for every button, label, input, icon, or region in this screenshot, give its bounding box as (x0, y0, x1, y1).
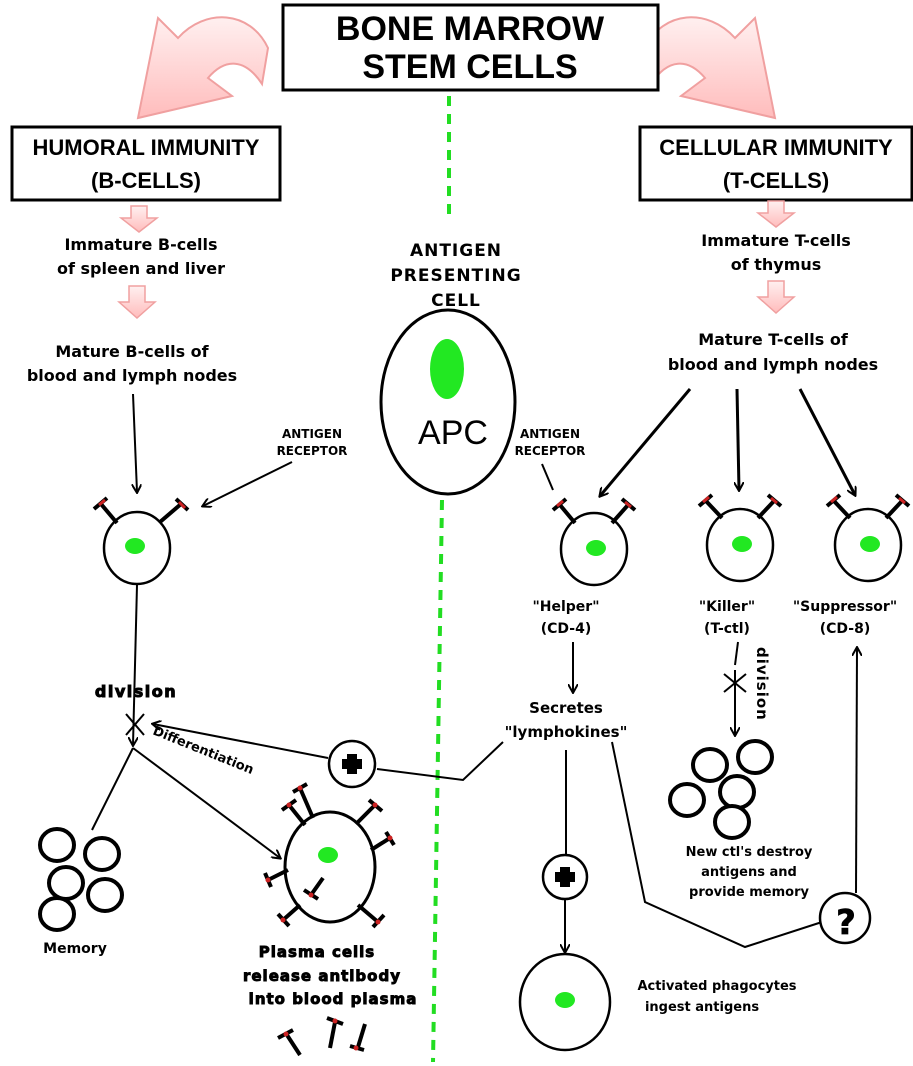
helper-t-cell (551, 497, 637, 587)
pink-arrow-t2 (756, 280, 796, 315)
helper-label-line-1: "Helper" (532, 599, 599, 615)
title-box (281, 3, 660, 92)
mature-t-line-2: blood and lymph nodes (668, 355, 878, 374)
b-antigen-receptor-line-1: ANTIGEN (282, 427, 342, 441)
helper-label-line-2: (CD-4) (541, 621, 592, 637)
b-cell-receptor-right (158, 497, 190, 524)
cellular-box-line-2: (T-CELLS) (723, 168, 829, 193)
title-line-2: STEM CELLS (362, 48, 577, 86)
plasma-label-line-3: into blood plasma (249, 990, 418, 1008)
apc-label: APC (418, 414, 488, 452)
lymphokine-line-to-question (611, 741, 823, 949)
mature-b-line-1: Mature B-cells of (55, 342, 209, 361)
new-ctl-line-1: New ctl's destroy (686, 845, 813, 860)
pink-arrow-b2 (117, 285, 157, 320)
humoral-box-line-2: (B-CELLS) (91, 168, 201, 193)
mature-t-line-1: Mature T-cells of (698, 330, 849, 349)
apc-heading-line-2: PRESENTING (390, 266, 521, 286)
plus-icon-b (327, 739, 377, 789)
curved-arrow-left (136, 15, 270, 120)
plasma-antibodies (263, 782, 396, 929)
apc-cell (379, 308, 517, 496)
secretes-line-2: "lymphokines" (505, 723, 628, 741)
pink-arrow-b1 (118, 205, 160, 233)
memory-label: Memory (43, 941, 107, 957)
humoral-box (10, 125, 282, 202)
center-divider-bottom (431, 499, 444, 1063)
arrow-b-receptor-pointer (203, 461, 293, 506)
title-line-1: BONE MARROW (336, 10, 605, 48)
arrow-question-to-suppressor (856, 648, 857, 894)
arrow-to-plasma-cell (132, 747, 280, 858)
suppressor-label-line-1: "Suppressor" (793, 599, 897, 615)
free-antibodies (277, 1016, 367, 1057)
t-division-cross (723, 673, 747, 693)
apc-heading-line-3: CELL (431, 291, 481, 311)
b-cell (102, 510, 172, 586)
apc-nucleus (430, 339, 464, 399)
plasma-antibody-tips (265, 785, 393, 925)
arrow-mature-b-to-bcell (133, 393, 137, 492)
arrow-mature-t-to-helper (600, 388, 692, 496)
killer-down-line (734, 641, 739, 666)
question-icon (818, 891, 872, 945)
new-ctl-line-3: provide memory (689, 885, 809, 900)
secretes-line-1: Secretes (529, 699, 603, 717)
new-ctl-cells (668, 739, 774, 840)
killer-label-line-2: (T-ctl) (704, 621, 750, 637)
killer-t-cell (697, 493, 783, 583)
immature-b-line-2: of spleen and liver (57, 259, 225, 278)
immature-b-line-1: Immature B-cells (64, 235, 217, 254)
t-division-label: division (753, 647, 771, 721)
killer-label-line-1: "Killer" (699, 599, 755, 615)
phagocyte-cell (518, 952, 612, 1052)
mature-b-line-2: blood and lymph nodes (27, 366, 237, 385)
curved-arrow-right (643, 15, 777, 120)
b-division-label: division (95, 682, 177, 701)
suppressor-t-cell (825, 493, 911, 583)
t-antigen-receptor-line-2: RECEPTOR (515, 444, 586, 458)
arrow-to-memory (91, 747, 134, 831)
arrow-mature-t-to-suppressor (798, 388, 855, 495)
plasma-label-line-2: release antibody (243, 967, 401, 985)
differentiation-label: Differentiation (151, 724, 256, 778)
free-antibody-tips (283, 1018, 359, 1051)
lymphokine-line-to-b (376, 741, 504, 782)
plasma-label-line-1: Plasma cells (259, 943, 375, 961)
suppressor-label-line-2: (CD-8) (820, 621, 871, 637)
phagocytes-line-2: ingest antigens (645, 1000, 759, 1015)
b-cell-down-line (133, 584, 137, 745)
b-division-cross (125, 713, 145, 736)
question-mark: ? (836, 903, 856, 943)
b-cell-receptor-left (92, 496, 119, 525)
memory-cells (38, 827, 124, 932)
humoral-box-line-1: HUMORAL IMMUNITY (33, 135, 260, 160)
immature-t-line-2: of thymus (731, 255, 822, 274)
immature-t-line-1: Immature T-cells (701, 231, 850, 250)
arrow-t-receptor-pointer (541, 463, 554, 491)
b-antigen-receptor-line-2: RECEPTOR (277, 444, 348, 458)
new-ctl-line-2: antigens and (701, 865, 797, 880)
pink-arrow-t1 (755, 200, 797, 228)
phagocytes-line-1: Activated phagocytes (637, 979, 796, 994)
cellular-box (638, 125, 913, 202)
plus-icon-phagocyte (541, 853, 589, 901)
arrow-plus-to-b-division (153, 724, 329, 759)
apc-heading-line-1: ANTIGEN (410, 241, 502, 261)
cellular-box-line-1: CELLULAR IMMUNITY (659, 135, 893, 160)
t-antigen-receptor-line-1: ANTIGEN (520, 427, 580, 441)
arrow-mature-t-to-killer (737, 388, 739, 490)
